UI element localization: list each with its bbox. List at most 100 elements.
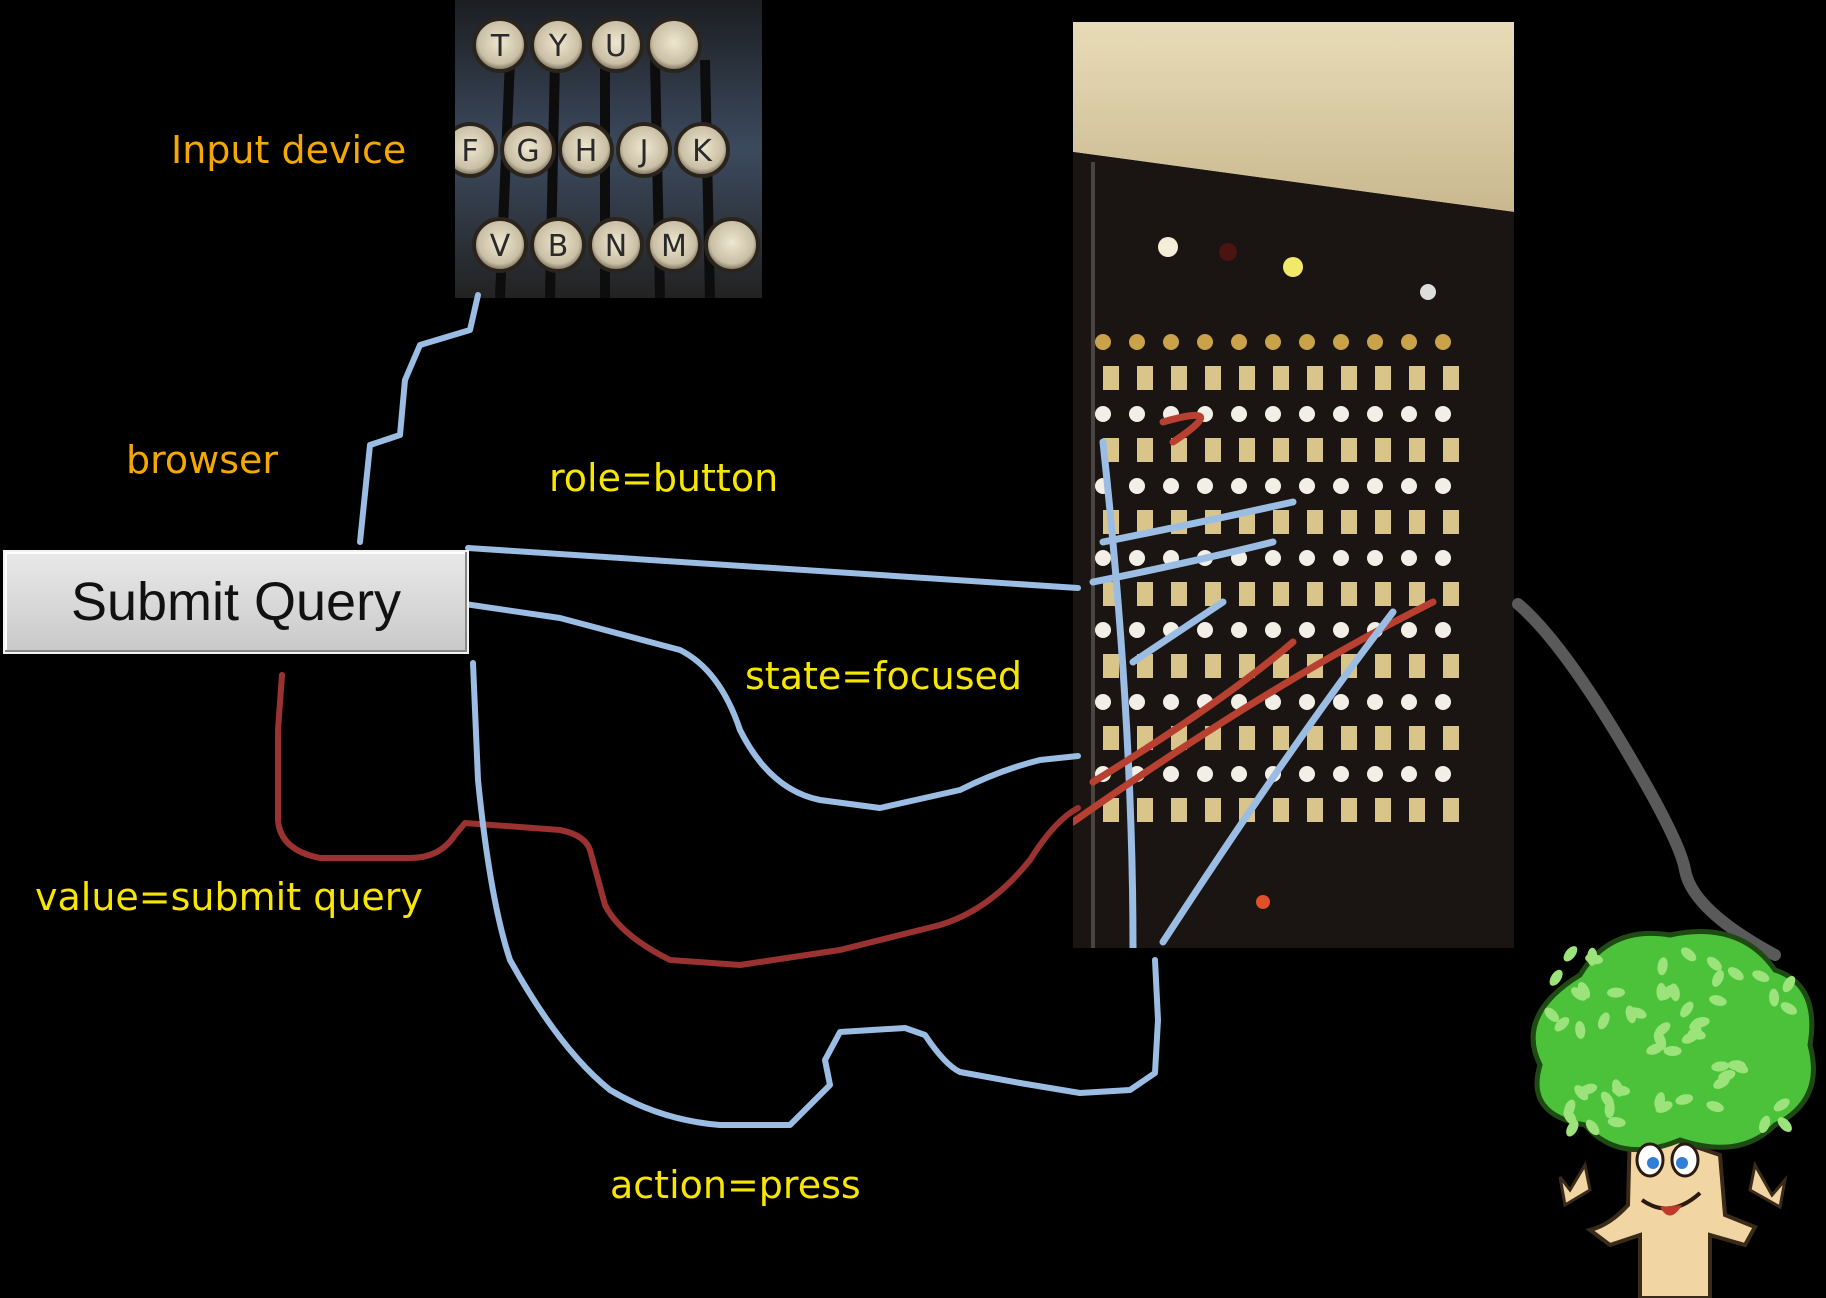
switchboard-jack <box>1435 406 1451 422</box>
switchboard-jack <box>1401 766 1417 782</box>
switchboard-jack <box>1443 510 1459 534</box>
switchboard-jack <box>1443 654 1459 678</box>
wire-value <box>275 672 1081 968</box>
switchboard-jack <box>1239 366 1255 390</box>
leaf-spot <box>1782 975 1796 993</box>
switchboard-jack <box>1239 726 1255 750</box>
switchboard-jack <box>1129 694 1145 710</box>
switchboard-jack <box>1163 766 1179 782</box>
leaf-spot <box>1727 1060 1746 1071</box>
typewriter-key-letter: F <box>461 134 478 169</box>
wire-state <box>455 600 1081 811</box>
tree-character-image <box>1510 915 1826 1298</box>
switchboard-jack <box>1299 478 1315 494</box>
switchboard-jack <box>1273 582 1289 606</box>
switchboard-jack <box>1409 366 1425 390</box>
switchboard-jack <box>1367 478 1383 494</box>
switchboard-jack <box>1409 582 1425 606</box>
switchboard-jack <box>1307 438 1323 462</box>
leaf-spot <box>1706 1101 1724 1113</box>
switchboard-jack <box>1341 726 1357 750</box>
switchboard-jack <box>1375 510 1391 534</box>
switchboard-jack <box>1103 726 1119 750</box>
wire-role <box>465 545 1081 591</box>
switchboard-jack <box>1401 334 1417 350</box>
switchboard-jack <box>1409 654 1425 678</box>
switchboard-jack <box>1333 622 1349 638</box>
switchboard-jack <box>1103 366 1119 390</box>
switchboard-jack <box>1375 654 1391 678</box>
leaf-spot <box>1655 1101 1673 1113</box>
switchboard-jack <box>1401 622 1417 638</box>
switchboard-jack <box>1299 334 1315 350</box>
switchboard-jack <box>1401 478 1417 494</box>
switchboard-jack <box>1443 726 1459 750</box>
label-browser: browser <box>126 438 279 482</box>
switchboard-jack <box>1095 622 1111 638</box>
typewriter-key <box>646 17 702 73</box>
switchboard-jack <box>1341 510 1357 534</box>
switchboard-jack <box>1129 550 1145 566</box>
leaf-spot <box>1655 1022 1671 1036</box>
switchboard-jack <box>1299 622 1315 638</box>
switchboard-jack <box>1171 366 1187 390</box>
switchboard-jack <box>1265 550 1281 566</box>
typewriter-key <box>530 17 586 73</box>
leaf-spot <box>1566 1120 1579 1137</box>
leaf-spot <box>1718 1070 1736 1082</box>
switchboard-jack <box>1137 438 1153 462</box>
switchboard-jack <box>1367 334 1383 350</box>
switchboard-jack <box>1239 438 1255 462</box>
typewriter-key-letter: T <box>490 29 510 64</box>
switchboard-jack <box>1333 334 1349 350</box>
switchboard-jack <box>1273 798 1289 822</box>
submit-query-button[interactable]: Submit Query <box>3 550 469 654</box>
switchboard-jack <box>1299 406 1315 422</box>
switchboard-jack <box>1375 438 1391 462</box>
leaf-spot <box>1712 970 1724 987</box>
leaf-spot <box>1587 947 1598 966</box>
switchboard-jack <box>1197 478 1213 494</box>
typewriter-key-letter: Y <box>548 29 568 64</box>
typewriter-key <box>558 122 614 178</box>
switchboard-jack <box>1375 726 1391 750</box>
switchboard-jack <box>1435 694 1451 710</box>
typewriter-key <box>674 122 730 178</box>
typewriter-key-letter: U <box>605 29 627 64</box>
typewriter-key <box>530 217 586 273</box>
switchboard-jack <box>1265 334 1281 350</box>
switchboard-jack <box>1265 694 1281 710</box>
typewriter-key <box>472 217 528 273</box>
typewriter-key-letter: G <box>516 134 539 169</box>
typewriter-key <box>588 17 644 73</box>
typewriter-key-letter: B <box>548 229 569 264</box>
switchboard-jack <box>1341 438 1357 462</box>
typewriter-key-letter: V <box>490 229 511 264</box>
switchboard-jack <box>1409 798 1425 822</box>
leaf-spot <box>1554 1016 1570 1032</box>
leaf-spot <box>1577 982 1591 999</box>
leaf-spot <box>1625 1005 1637 1024</box>
leaf-spot <box>1549 969 1563 986</box>
switchboard-jack <box>1367 550 1383 566</box>
switchboard-jack <box>1273 438 1289 462</box>
switchboard-image <box>1073 22 1514 948</box>
switchboard-jack <box>1205 438 1221 462</box>
switchboard-jack <box>1443 366 1459 390</box>
typewriter-key-letter: N <box>605 229 627 264</box>
leaf-spot <box>1657 957 1668 976</box>
typewriter-key <box>500 122 556 178</box>
switchboard-jack <box>1341 582 1357 606</box>
switchboard-jack <box>1273 510 1289 534</box>
switchboard-jack <box>1375 798 1391 822</box>
typewriter-key-letter: H <box>575 134 598 169</box>
leaf-spot <box>1660 984 1675 1001</box>
switchboard-jack <box>1401 550 1417 566</box>
switchboard-jack <box>1443 582 1459 606</box>
leaf-spot <box>1727 967 1744 981</box>
typewriter-key <box>455 122 498 178</box>
switchboard-jack <box>1205 654 1221 678</box>
switchboard-jack <box>1265 478 1281 494</box>
